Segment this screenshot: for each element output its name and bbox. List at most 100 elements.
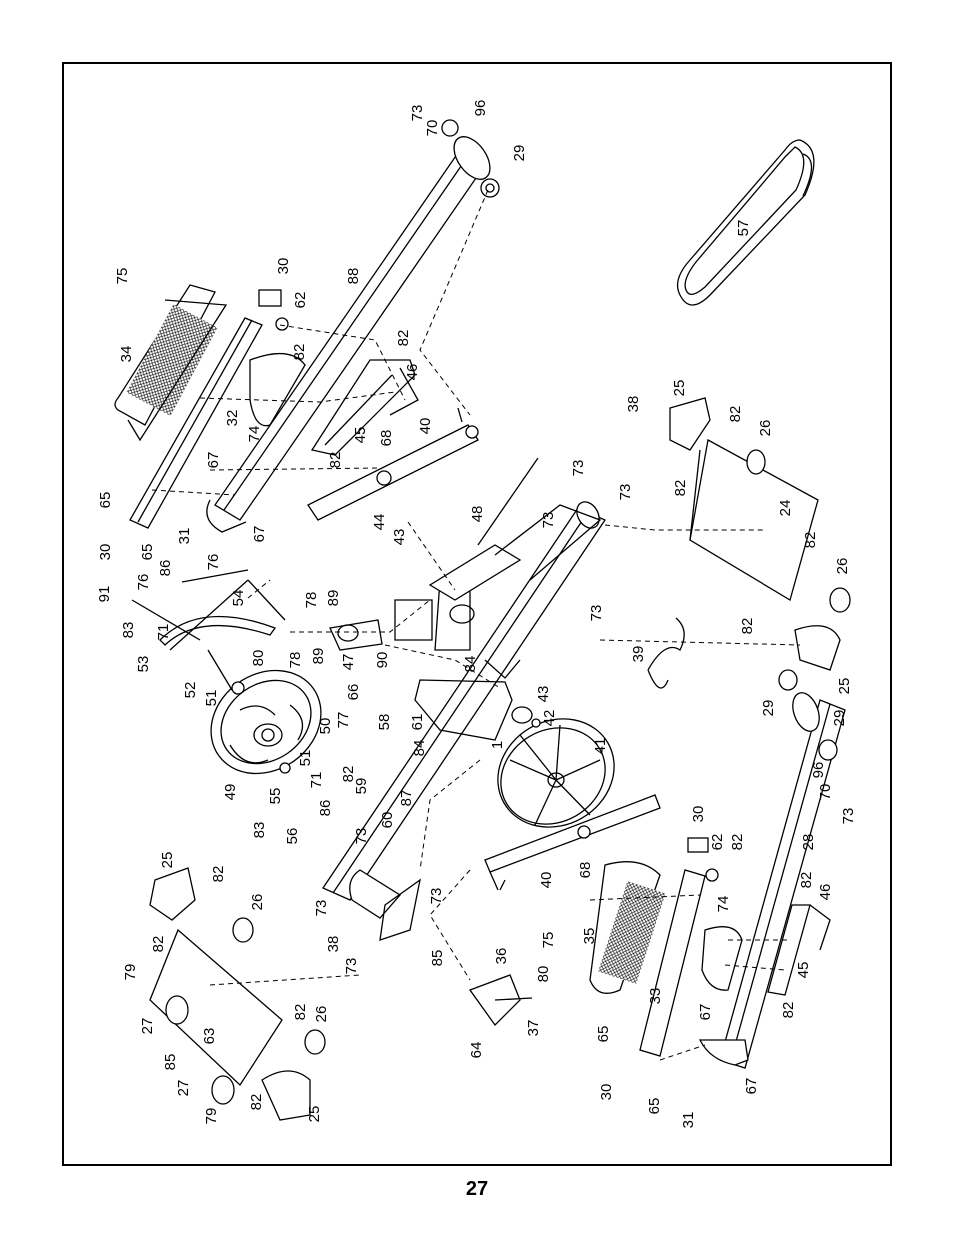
part-label-75: 75	[114, 268, 131, 285]
part-label-41: 41	[592, 738, 609, 755]
part-label-80: 80	[250, 650, 267, 667]
part-label-51: 51	[203, 690, 220, 707]
part-label-89: 89	[325, 590, 342, 607]
arm-53-54	[131, 569, 286, 691]
part-label-30: 30	[97, 544, 114, 561]
part-label-53: 53	[135, 656, 152, 673]
part-label-26: 26	[757, 420, 774, 437]
part-label-62: 62	[292, 292, 309, 309]
part-label-84: 84	[462, 656, 479, 673]
part-label-82: 82	[727, 406, 744, 423]
part-label-71: 71	[308, 772, 325, 789]
part-label-39: 39	[630, 646, 647, 663]
part-label-76: 76	[205, 554, 222, 571]
part-label-73: 73	[409, 105, 426, 122]
part-label-82: 82	[780, 1002, 797, 1019]
part-label-77: 77	[335, 712, 352, 729]
rod-48	[477, 457, 539, 546]
part-label-73: 73	[617, 484, 634, 501]
part-label-79: 79	[122, 964, 139, 981]
part-label-44: 44	[371, 514, 388, 531]
part-label-46: 46	[817, 884, 834, 901]
part-label-80: 80	[535, 966, 552, 983]
part-label-51: 51	[297, 750, 314, 767]
part-label-66: 66	[345, 684, 362, 701]
main-frame-1	[322, 501, 606, 941]
part-label-35: 35	[581, 928, 598, 945]
part-label-60: 60	[379, 812, 396, 829]
part-label-86: 86	[157, 560, 174, 577]
part-label-40: 40	[417, 418, 434, 435]
part-label-87: 87	[398, 790, 415, 807]
part-label-27: 27	[139, 1018, 156, 1035]
part-label-96: 96	[810, 762, 827, 779]
part-label-67: 67	[697, 1004, 714, 1021]
part-label-31: 31	[176, 528, 193, 545]
part-label-67: 67	[743, 1078, 760, 1095]
part-label-45: 45	[352, 427, 369, 444]
part-label-59: 59	[353, 778, 370, 795]
part-label-38: 38	[325, 936, 342, 953]
part-label-25: 25	[671, 380, 688, 397]
part-label-73: 73	[540, 512, 557, 529]
part-label-52: 52	[182, 682, 199, 699]
bracket-45-46-lower	[767, 904, 831, 996]
part-label-82: 82	[150, 936, 167, 953]
part-label-65: 65	[97, 492, 114, 509]
part-label-65: 65	[139, 544, 156, 561]
part-label-38: 38	[625, 396, 642, 413]
shroud-74-lower	[701, 926, 743, 991]
shroud-74	[249, 353, 306, 427]
part-label-67: 67	[205, 452, 222, 469]
part-label-82: 82	[739, 618, 756, 635]
part-label-29: 29	[511, 145, 528, 162]
part-label-33: 33	[647, 988, 664, 1005]
part-label-85: 85	[162, 1054, 179, 1071]
part-label-49: 49	[222, 784, 239, 801]
part-label-88: 88	[345, 268, 362, 285]
crossbar-40-lower	[484, 794, 661, 891]
part-label-29: 29	[760, 700, 777, 717]
part-label-73: 73	[570, 460, 587, 477]
part-label-73: 73	[588, 605, 605, 622]
part-label-82: 82	[340, 766, 357, 783]
part-label-70: 70	[817, 784, 834, 801]
part-label-56: 56	[284, 828, 301, 845]
part-label-47: 47	[340, 654, 357, 671]
part-label-82: 82	[327, 452, 344, 469]
crossbar-40-upper	[307, 407, 479, 521]
part-label-85: 85	[429, 950, 446, 967]
part-label-43: 43	[535, 686, 552, 703]
part-label-74: 74	[246, 426, 263, 443]
part-label-82: 82	[292, 1004, 309, 1021]
part-label-42: 42	[541, 710, 558, 727]
part-label-74: 74	[715, 896, 732, 913]
part-label-26: 26	[313, 1006, 330, 1023]
part-label-89: 89	[310, 648, 327, 665]
part-label-83: 83	[251, 822, 268, 839]
part-label-65: 65	[646, 1098, 663, 1115]
part-label-82: 82	[672, 480, 689, 497]
part-label-50: 50	[317, 718, 334, 735]
part-label-71: 71	[155, 624, 172, 641]
part-label-73: 73	[313, 900, 330, 917]
part-label-64: 64	[468, 1042, 485, 1059]
part-label-68: 68	[378, 430, 395, 447]
parts-drawing	[114, 119, 851, 1121]
bracket-45-46	[310, 359, 419, 456]
part-label-65: 65	[595, 1026, 612, 1043]
part-label-83: 83	[120, 622, 137, 639]
belt-57	[676, 139, 815, 306]
part-label-73: 73	[428, 888, 445, 905]
part-label-73: 73	[840, 808, 857, 825]
part-label-27: 27	[175, 1080, 192, 1097]
part-label-54: 54	[230, 590, 247, 607]
part-label-76: 76	[135, 574, 152, 591]
part-label-73: 73	[343, 958, 360, 975]
part-label-82: 82	[395, 330, 412, 347]
part-label-24: 24	[777, 500, 794, 517]
wire-39	[647, 617, 685, 689]
part-label-78: 78	[303, 592, 320, 609]
arm-33	[639, 837, 719, 1057]
